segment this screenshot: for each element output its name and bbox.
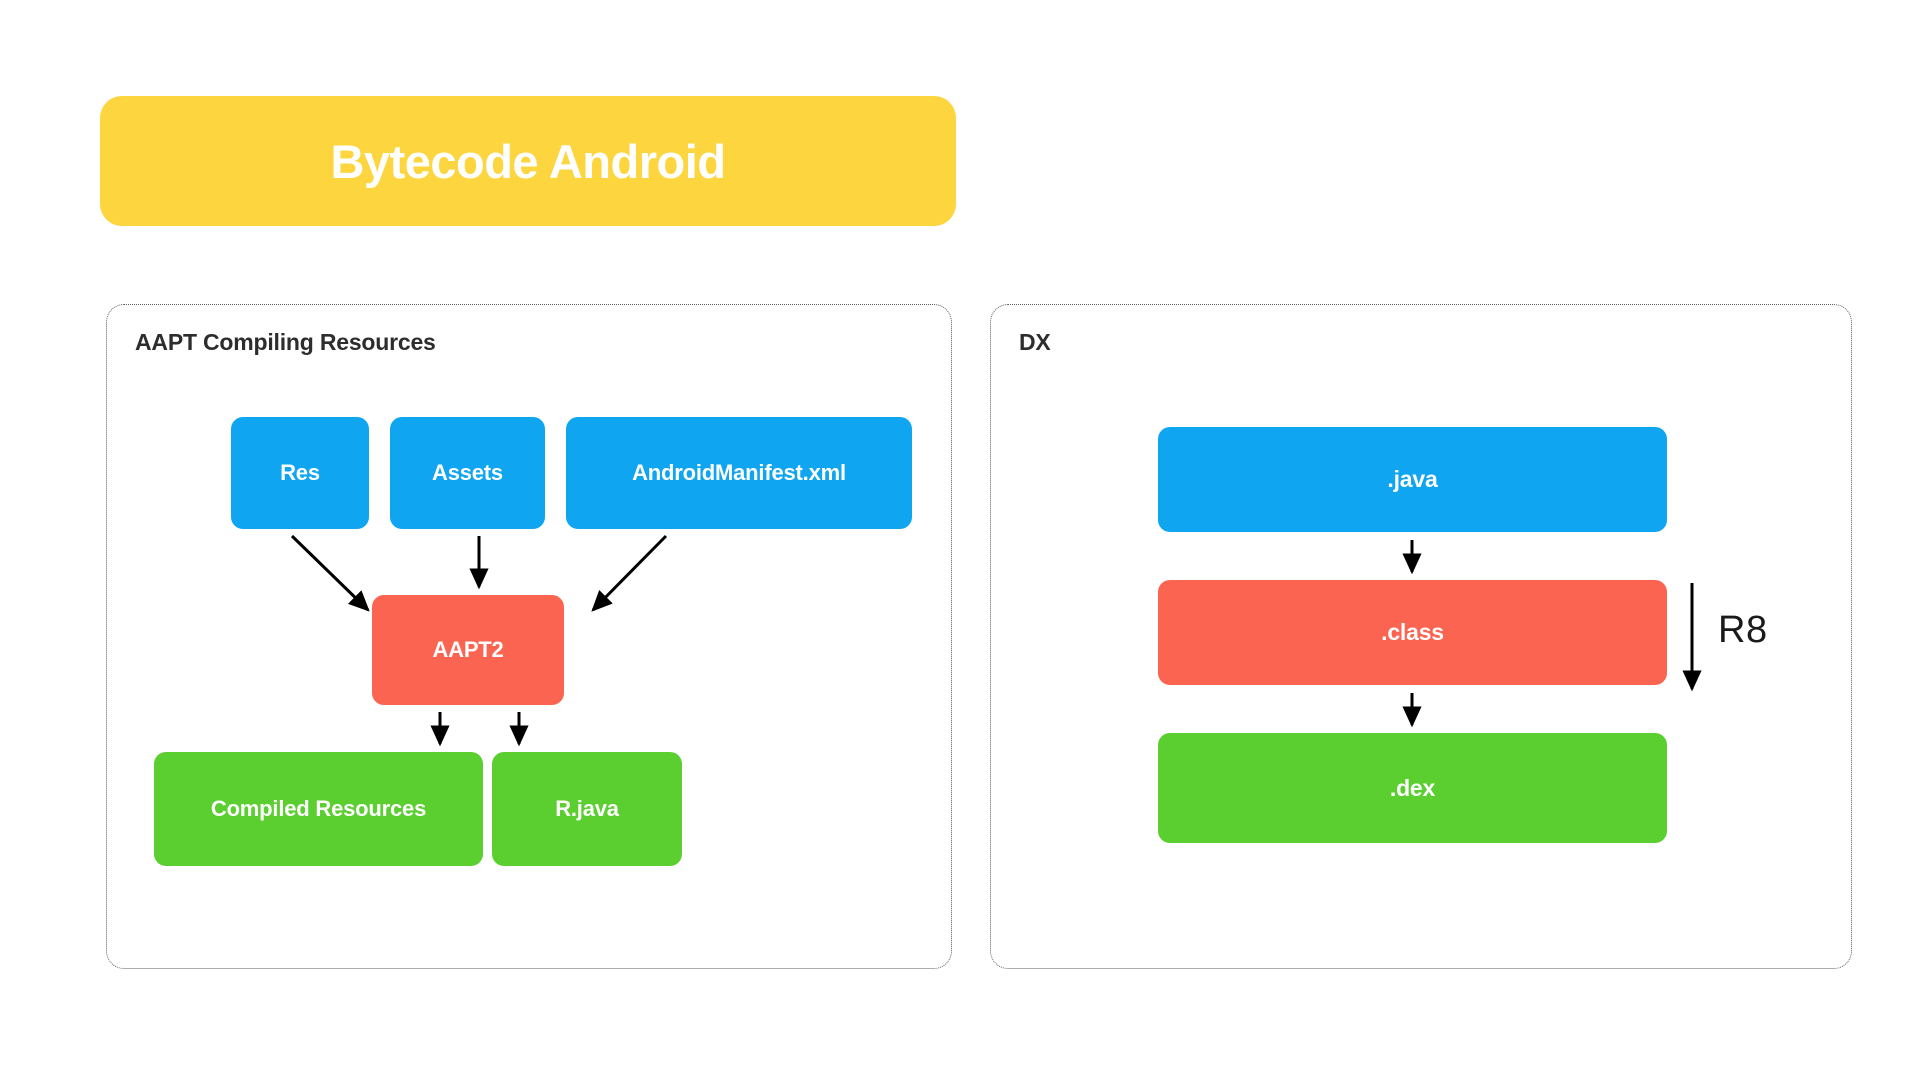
- node-java-file-label: .java: [1387, 466, 1438, 492]
- node-android-manifest-label: AndroidManifest.xml: [632, 460, 846, 485]
- node-aapt2[interactable]: AAPT2: [372, 595, 564, 705]
- page-title-banner: Bytecode Android: [100, 96, 956, 226]
- annotation-r8: R8: [1718, 609, 1768, 651]
- node-assets[interactable]: Assets: [390, 417, 545, 529]
- node-compiled-resources[interactable]: Compiled Resources: [154, 752, 483, 866]
- node-aapt2-label: AAPT2: [432, 637, 504, 662]
- panel-title-dx: DX: [1019, 329, 1051, 355]
- node-java-file[interactable]: .java: [1158, 427, 1667, 532]
- node-r-java-label: R.java: [555, 796, 619, 821]
- node-res-label: Res: [280, 460, 320, 485]
- node-assets-label: Assets: [432, 460, 503, 485]
- node-r-java[interactable]: R.java: [492, 752, 682, 866]
- panel-title-aapt: AAPT Compiling Resources: [135, 329, 436, 355]
- node-res[interactable]: Res: [231, 417, 369, 529]
- node-class-file[interactable]: .class: [1158, 580, 1667, 685]
- node-android-manifest[interactable]: AndroidManifest.xml: [566, 417, 912, 529]
- node-compiled-resources-label: Compiled Resources: [210, 796, 427, 821]
- page-title: Bytecode Android: [330, 134, 726, 188]
- node-dex-file-label: .dex: [1389, 774, 1436, 801]
- node-class-file-label: .class: [1381, 619, 1444, 645]
- node-dex-file[interactable]: .dex: [1158, 733, 1667, 843]
